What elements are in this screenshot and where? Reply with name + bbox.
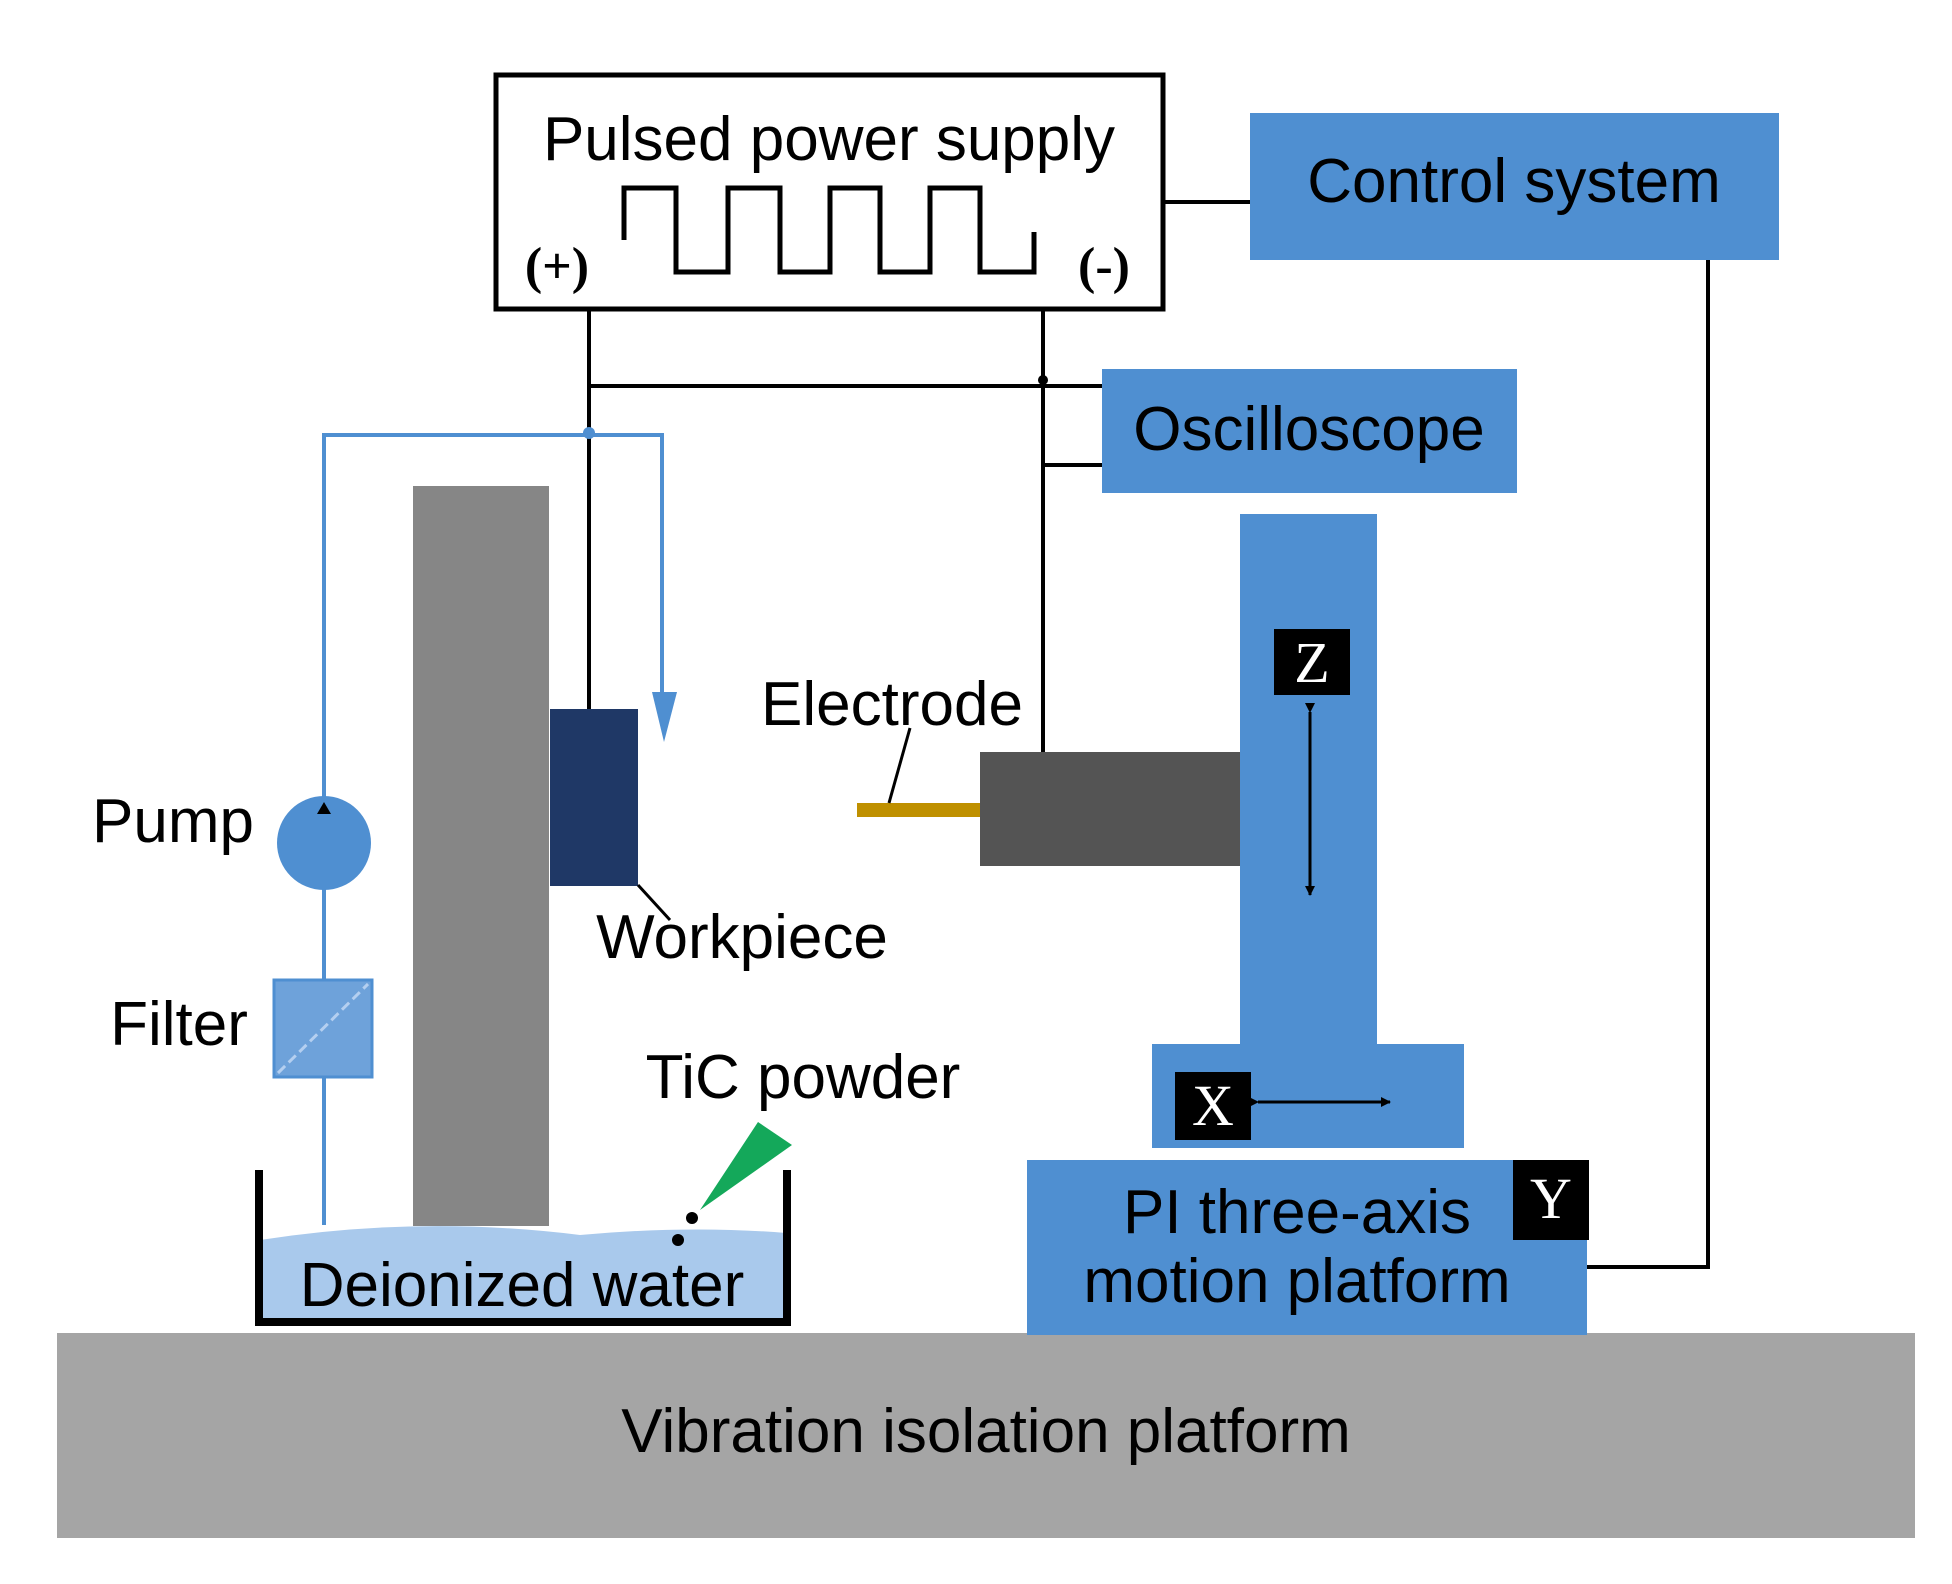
tank [255, 1170, 791, 1326]
electrode-holder [980, 752, 1240, 866]
control-system-label: Control system [1307, 147, 1720, 216]
pulse-waveform-icon [621, 185, 1037, 275]
pipe-junction [583, 427, 595, 439]
workpiece [550, 709, 638, 886]
junction-dot [1038, 375, 1048, 385]
powder-dispenser-icon [700, 1122, 792, 1210]
filter-label: Filter [110, 990, 248, 1059]
pump-label: Pump [92, 787, 254, 856]
electrode [857, 803, 980, 817]
workpiece-leader [636, 883, 672, 922]
oscilloscope-box [1102, 369, 1517, 493]
minus-terminal-label: (-) [1078, 238, 1130, 295]
pump-icon [277, 796, 371, 890]
plus-terminal-label: (+) [525, 238, 589, 295]
powder-particle [672, 1234, 684, 1246]
motion-platform-label-line2: motion platform [1083, 1247, 1510, 1316]
y-axis-badge [1513, 1160, 1589, 1240]
z-axis-badge [1274, 629, 1350, 695]
motion-platform-label-line1: PI three-axis [1123, 1178, 1471, 1247]
workpiece-label: Workpiece [596, 903, 888, 972]
power-supply-label: Pulsed power supply [543, 105, 1115, 174]
vibration-platform-label: Vibration isolation platform [621, 1397, 1350, 1466]
control-system-box [1250, 113, 1779, 260]
filter-diagonal [276, 982, 370, 1075]
control-to-platform-wire [1587, 260, 1710, 1269]
z-axis-label: Z [1294, 630, 1329, 695]
fixture-column [413, 486, 549, 1226]
nozzle-icon [652, 692, 677, 742]
y-axis-label: Y [1530, 1166, 1572, 1231]
powder-particle [686, 1212, 698, 1224]
water-body [260, 1226, 786, 1322]
pump-direction-icon [317, 802, 331, 814]
x-axis-badge [1175, 1072, 1251, 1140]
vibration-isolation-platform [57, 1333, 1915, 1538]
y-axis-platform [1027, 1160, 1587, 1335]
electrode-label: Electrode [761, 670, 1023, 739]
x-axis-label: X [1192, 1073, 1234, 1138]
electrode-leader [887, 727, 912, 804]
oscilloscope-label: Oscilloscope [1133, 395, 1484, 464]
deionized-water-label: Deionized water [300, 1251, 745, 1320]
tic-powder-label: TiC powder [646, 1043, 961, 1112]
